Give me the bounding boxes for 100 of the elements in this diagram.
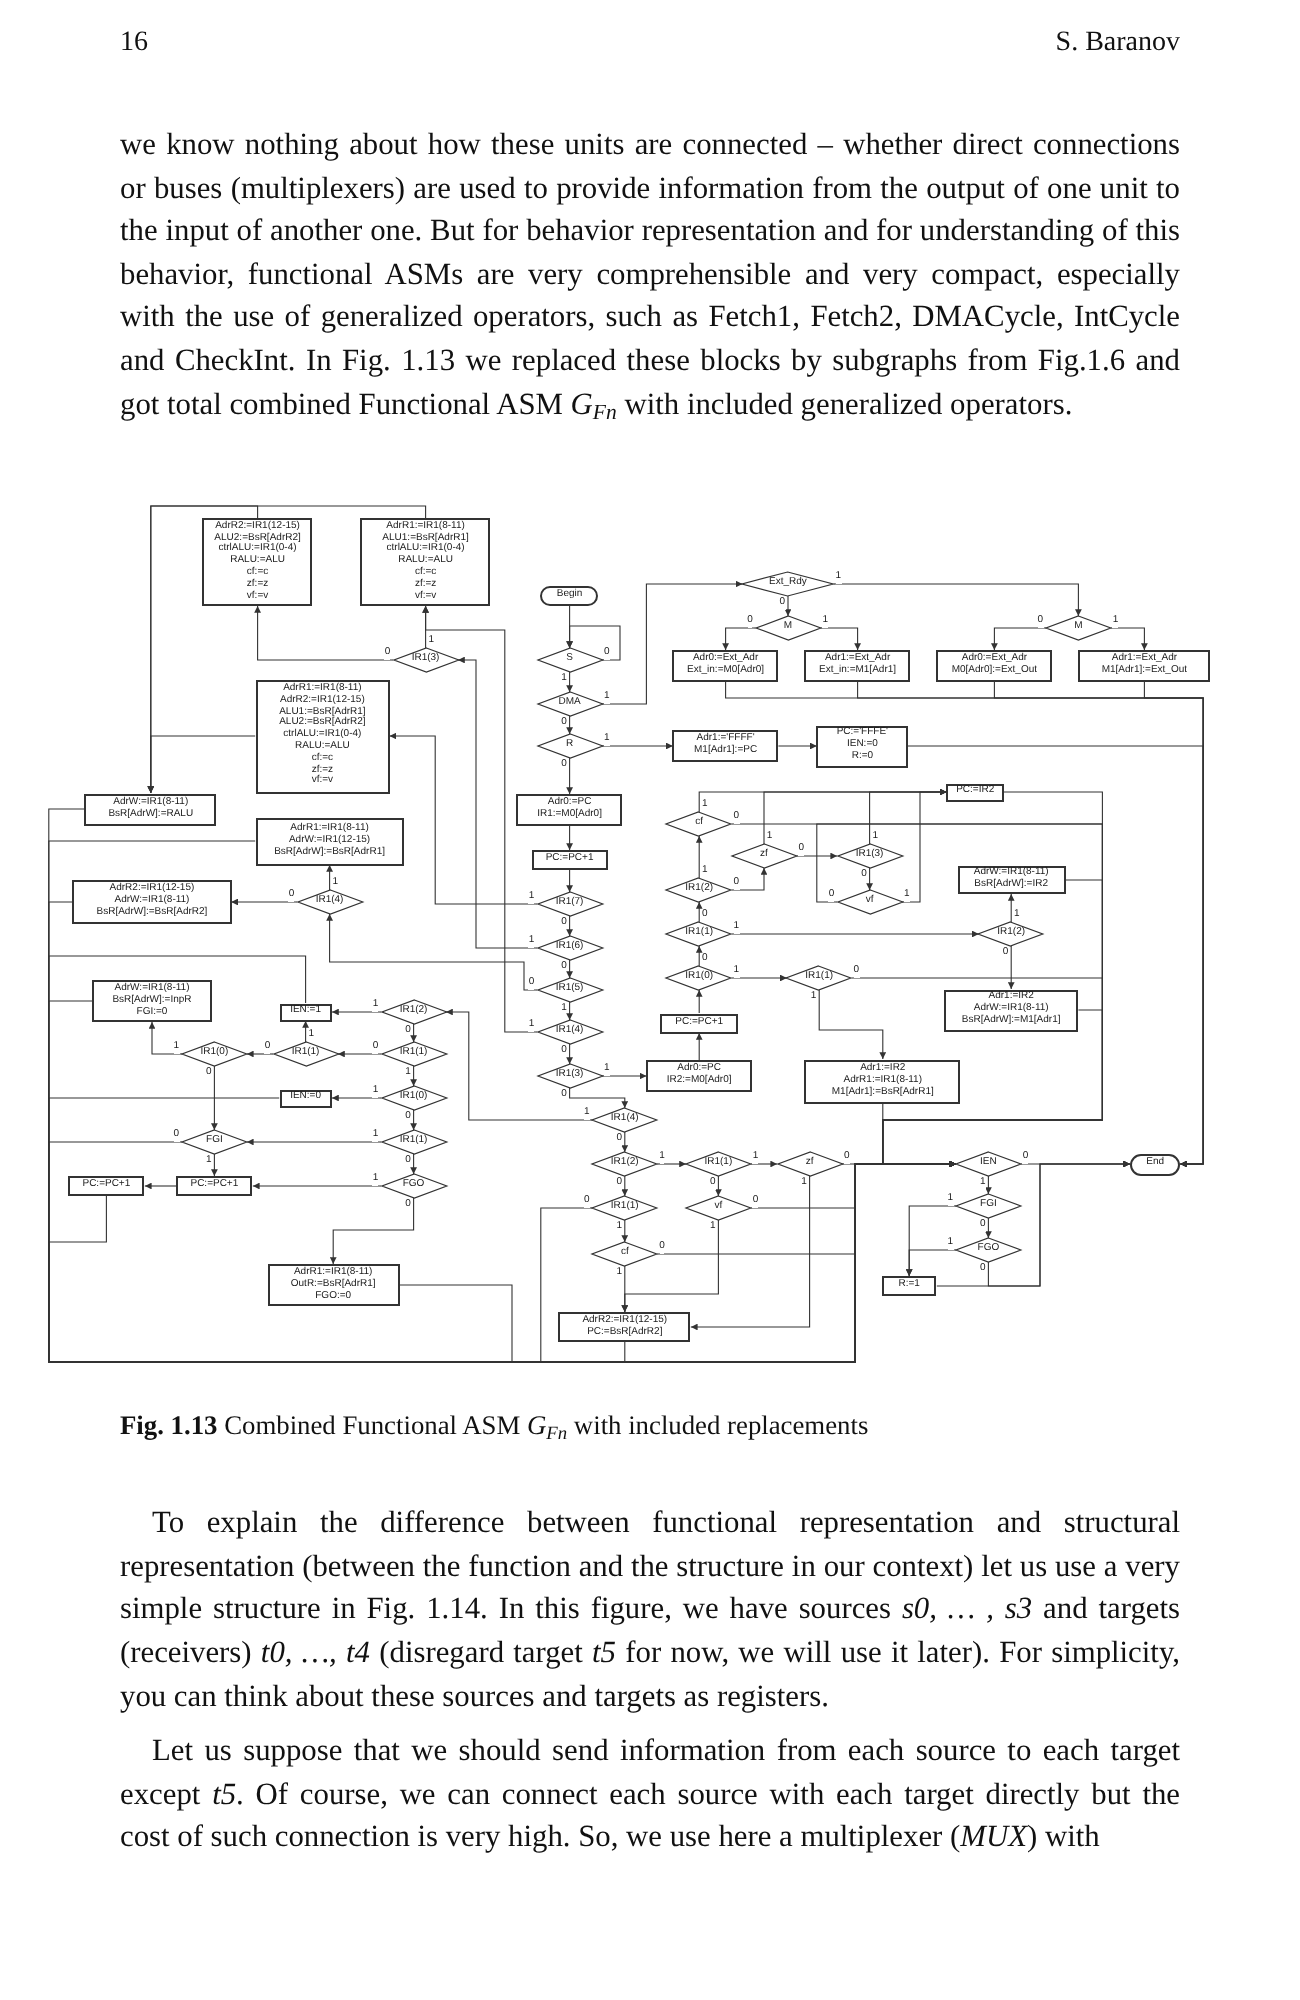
running-head: S. Baranov [1055,26,1180,62]
decision-diamond [381,1174,446,1199]
decision-diamond [381,1000,446,1025]
flow-arrow [621,1219,629,1243]
decision-diamond [755,616,821,641]
flow-arrow [731,930,980,938]
decision-diamond [537,692,602,717]
decision-diamond [381,1042,446,1067]
flow-arrow [695,835,703,879]
process-box [84,793,217,826]
flow-arrow [566,1001,573,1021]
decision-diamond [273,1042,338,1067]
process-box [68,1176,145,1197]
flow-arrow [695,901,703,923]
decision-diamond [666,966,732,991]
flow-arrow [566,959,573,979]
flow-arrow [1110,627,1148,651]
flow-arrow [690,1175,811,1331]
decision-diamond [837,890,902,915]
page-number: 16 [120,26,148,62]
process-box [957,866,1066,895]
flow-arrow [715,1175,722,1197]
flow-arrow [566,869,573,893]
flow-arrow [1007,893,1015,923]
flow-arrow [795,852,838,860]
process-box [672,730,779,763]
process-box [804,1059,961,1104]
flow-arrow [422,605,538,1033]
process-box [660,1013,738,1034]
decision-diamond [592,1152,658,1177]
flow-arrow [621,1131,629,1153]
process-box [279,1003,332,1022]
flow-arrow [410,1109,417,1131]
decision-diamond [777,1152,842,1177]
flow-arrow [566,1043,573,1065]
flow-arrow [731,974,788,982]
process-box [531,850,608,871]
flow-arrow [566,671,573,693]
process-box [558,1312,691,1343]
flow-arrow [566,825,573,851]
process-box [279,1089,332,1108]
flow-arrow [656,1160,687,1168]
decision-diamond [381,1086,446,1111]
process-box [881,1276,937,1297]
flow-arrow [566,715,573,735]
flow-arrow [331,1008,382,1016]
flow-arrow [905,1249,957,1277]
process-box [944,989,1079,1032]
flow-arrow [601,742,674,750]
flow-arrow [329,1197,415,1265]
process-box [267,1264,400,1307]
flow-arrow [211,1065,218,1131]
decision-diamond [393,648,458,673]
decision-diamond [837,844,902,869]
decision-diamond [592,1108,658,1133]
flow-arrow [985,1217,992,1239]
decision-diamond [666,922,732,947]
flow-arrow [246,1050,274,1058]
flow-arrow [991,627,1047,651]
flow-arrow [252,1182,382,1190]
decision-diamond [537,978,602,1003]
flow-arrow [410,1023,417,1043]
flow-arrow [624,1160,957,1363]
flow-arrow [907,745,1204,1168]
decision-diamond [182,1042,247,1067]
decision-diamond [537,734,602,759]
flow-arrow [833,583,1082,617]
decision-diamond [381,1130,446,1155]
decision-diamond [592,1242,658,1267]
decision-diamond [537,648,602,673]
flow-arrow [722,627,757,651]
flow-arrow [777,742,818,750]
process-box [516,794,623,827]
flow-arrow [445,1008,593,1121]
process-box [1078,650,1211,683]
flow-arrow [695,1032,703,1061]
process-box [92,980,212,1023]
flow-arrow [457,656,538,949]
body-paragraph: To explain the difference between functional representation and structural representation (between the function and the structure in our context) let us use a very simple structure in Fig. 1.14. In this figure, we have sources s0, … , s3 and targets (receivers) t0, …, t4 (disregard target t5 for now, we will use it later). For simplicity, you can think about these sources and targets as registers. [120,1504,1180,1718]
flow-arrow [621,1265,629,1313]
flow-arrow [566,915,573,937]
decision-diamond [956,1152,1021,1177]
flow-arrow [731,867,768,891]
flow-arrow [566,625,621,661]
decision-diamond [666,878,732,903]
decision-diamond [786,966,852,991]
process-box [202,518,313,607]
flow-arrow [695,945,703,967]
process-box [804,650,911,683]
body-paragraph: Let us suppose that we should send information from each source to each target except t5. Of course, we can connect each source with each target directly but the cost of such connection is very high. So, we use here a multiplexer (MUX) with [120,1732,1180,1859]
flow-arrow [410,1153,417,1175]
decision-diamond [1046,616,1111,641]
flow-arrow [211,1153,218,1177]
flow-arrow [337,1050,382,1058]
decision-diamond [686,1152,751,1177]
flow-arrow [750,1160,778,1168]
decision-diamond [537,892,602,917]
flow-arrow [230,898,298,906]
decision-diamond [731,844,797,869]
flow-arrow [144,1182,177,1190]
